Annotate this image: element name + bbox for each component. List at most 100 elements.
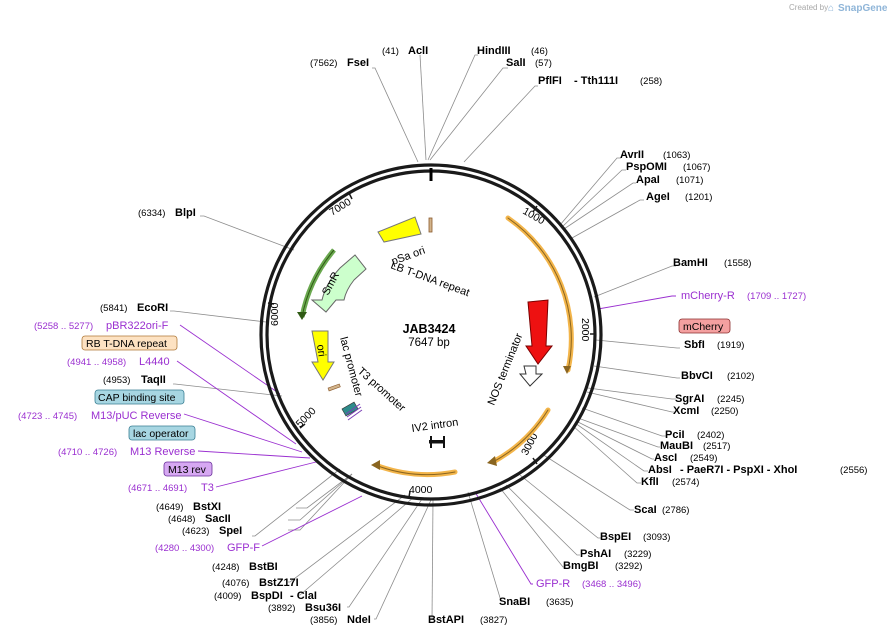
mcherry-feature[interactable]	[525, 299, 554, 365]
m13-rev-box[interactable]	[163, 461, 213, 477]
primer-l4440[interactable]: L4440	[139, 356, 170, 368]
site-asci[interactable]: AscI	[654, 452, 677, 464]
site-paer7i-pspxi-xhoi[interactable]: - PaeR7I - PspXI - XhoI	[680, 464, 797, 476]
site-pcii-pos: (2402)	[697, 430, 724, 441]
nos-terminator-feature[interactable]	[518, 365, 544, 387]
primer-m13-reverse[interactable]: M13 Reverse	[130, 446, 195, 458]
primer-marks-cluster	[345, 403, 363, 421]
site-pspomi[interactable]: PspOMI	[626, 161, 667, 173]
cap-binding-box-label: CAP binding site	[98, 392, 176, 404]
site-spei[interactable]: SpeI	[219, 525, 242, 537]
site-bspei-pos: (3093)	[643, 532, 670, 543]
tick-6000: 6000	[269, 302, 281, 326]
smr-outer-arc-line	[301, 249, 335, 318]
site-clai[interactable]: - ClaI	[290, 590, 317, 602]
ori-feature[interactable]	[311, 330, 335, 381]
primer-pbr322ori-f[interactable]: pBR322ori-F	[106, 320, 169, 332]
site-bbvci[interactable]: BbvCI	[681, 370, 713, 382]
site-sacii-pos: (4648)	[168, 514, 195, 525]
site-taqii-pos: (4953)	[103, 375, 130, 386]
site-sbfi-pos: (1919)	[717, 340, 744, 351]
site-pshai[interactable]: PshAI	[580, 548, 611, 560]
primer-gfp-f[interactable]: GFP-F	[227, 542, 260, 554]
site-pflfi[interactable]: PflFI	[538, 75, 562, 87]
site-bmgbi-pos: (3292)	[615, 561, 642, 572]
site-sacii[interactable]: SacII	[205, 513, 231, 525]
site-bstapi[interactable]: BstAPI	[428, 614, 464, 626]
primer-m13rev-range: (4710 .. 4726)	[58, 447, 117, 458]
site-acli[interactable]: AclI	[408, 45, 428, 57]
site-bstz17i[interactable]: BstZ17I	[259, 577, 299, 589]
mcherry-box-label: mCherry	[683, 321, 724, 333]
iv2-intron-label: IV2 intron	[411, 417, 459, 435]
primer-gfp-r[interactable]: GFP-R	[536, 578, 570, 590]
nos-terminator-label: NOS terminator	[486, 331, 526, 407]
cap-binding-box[interactable]	[94, 389, 185, 405]
site-scai[interactable]: ScaI	[634, 504, 657, 516]
smr-outer-arrowhead	[297, 312, 307, 320]
site-agei[interactable]: AgeI	[646, 191, 670, 203]
site-ecori[interactable]: EcoRI	[137, 302, 168, 314]
site-blpi[interactable]: BlpI	[175, 207, 196, 219]
site-spei-pos: (4623)	[182, 526, 209, 537]
primer-mcherry-r[interactable]: mCherry-R	[681, 290, 735, 302]
smr-feature[interactable]	[310, 254, 367, 313]
site-bspdi[interactable]: BspDI	[251, 590, 283, 602]
site-avrii-pos: (1063)	[663, 150, 690, 161]
tick-4000: 4000	[409, 484, 433, 496]
lb-tdna-repeat-feature[interactable]	[428, 217, 433, 233]
primer-m13puc-reverse[interactable]: M13/pUC Reverse	[91, 410, 181, 422]
iv2-intron-feature[interactable]	[429, 440, 445, 444]
mcherry-box[interactable]	[678, 318, 731, 334]
orange-arrowhead-1	[563, 366, 571, 374]
site-tth111i[interactable]: - Tth111I	[574, 75, 618, 87]
site-avrii[interactable]: AvrII	[620, 149, 644, 161]
m13-rev-box-label: M13 rev	[168, 464, 207, 476]
site-fsei[interactable]: FseI	[347, 57, 369, 69]
site-sbfi[interactable]: SbfI	[684, 339, 705, 351]
site-sgrai[interactable]: SgrAI	[675, 393, 704, 405]
site-sgrai-pos: (2245)	[717, 394, 744, 405]
site-snabi[interactable]: SnaBI	[499, 596, 530, 608]
site-sali-pos: (57)	[535, 58, 552, 69]
site-maubi[interactable]: MauBI	[660, 440, 693, 452]
site-apai[interactable]: ApaI	[636, 174, 660, 186]
site-bspdi-pos: (4009)	[214, 591, 241, 602]
site-asci-pos: (2549)	[690, 453, 717, 464]
site-kfli[interactable]: KflI	[641, 476, 659, 488]
site-bstxi-pos: (4649)	[156, 502, 183, 513]
rb-tdna-box[interactable]	[81, 335, 178, 351]
lac-operator-box[interactable]	[128, 425, 196, 441]
site-bstbi-pos: (4248)	[212, 562, 239, 573]
site-absi-pos: (2556)	[840, 465, 867, 476]
primer-t3[interactable]: T3	[201, 482, 214, 494]
site-snabi-pos: (3635)	[546, 597, 573, 608]
site-taqii[interactable]: TaqII	[141, 374, 166, 386]
site-bstbi[interactable]: BstBI	[249, 561, 278, 573]
rb-tdna-marker	[327, 383, 341, 392]
tick-2000: 2000	[579, 318, 591, 342]
site-agei-pos: (1201)	[685, 192, 712, 203]
site-absi[interactable]: AbsI	[648, 464, 672, 476]
site-ecori-pos: (5841)	[100, 303, 127, 314]
site-bmgbi[interactable]: BmgBI	[563, 560, 598, 572]
site-bstxi[interactable]: BstXI	[193, 501, 221, 513]
plasmid-name: JAB3424	[403, 322, 456, 336]
tick-marks	[267, 192, 596, 498]
psa-ori-feature[interactable]	[377, 216, 422, 243]
site-pcii[interactable]: PciI	[665, 429, 685, 441]
site-ndei[interactable]: NdeI	[347, 614, 371, 626]
site-bsu36i[interactable]: Bsu36I	[305, 602, 341, 614]
primer-gfp-f-range: (4280 .. 4300)	[155, 543, 214, 554]
site-xcmi[interactable]: XcmI	[673, 405, 699, 417]
site-hindiii[interactable]: HindIII	[477, 45, 511, 57]
site-bamhi-pos: (1558)	[724, 258, 751, 269]
primer-mcherry-r-range: (1709 .. 1727)	[747, 291, 806, 302]
site-bamhi[interactable]: BamHI	[673, 257, 708, 269]
primer-gfp-r-range: (3468 .. 3496)	[582, 579, 641, 590]
site-sali[interactable]: SalI	[506, 57, 526, 69]
site-bspei[interactable]: BspEI	[600, 531, 631, 543]
site-blpi-pos: (6334)	[138, 208, 165, 219]
site-ndei-pos: (3856)	[310, 615, 337, 626]
